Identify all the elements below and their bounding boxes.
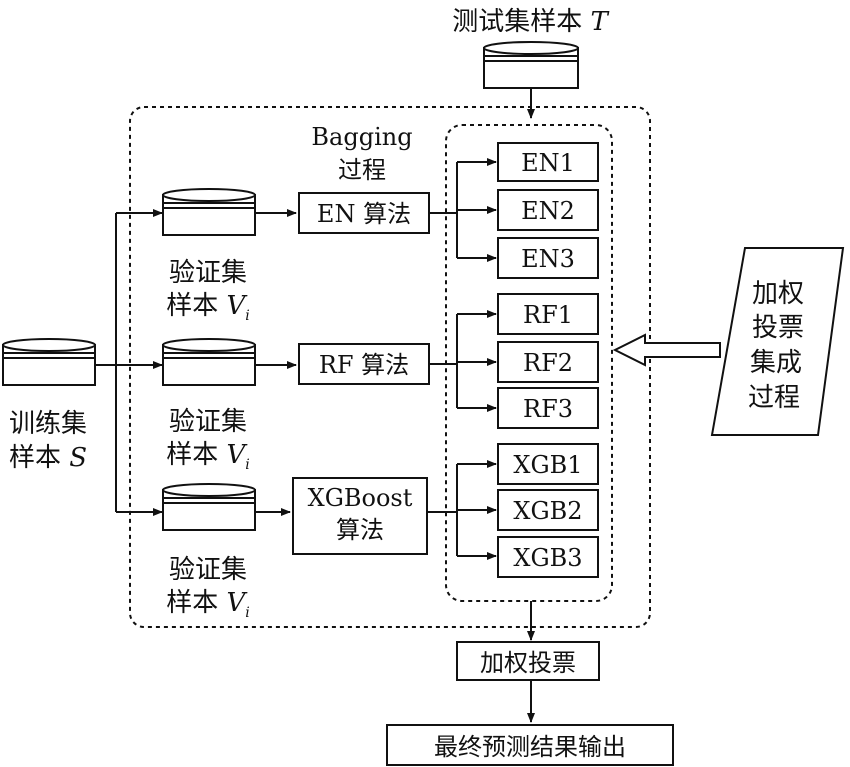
validation-set-3-label-line1: 验证集 (169, 555, 247, 585)
bagging-label: Bagging (311, 123, 412, 151)
test-set-database-icon (483, 41, 579, 89)
rf-algorithm-label: RF 算法 (319, 351, 409, 379)
model-label-en1: EN1 (521, 149, 575, 177)
bagging-process-label: 过程 (338, 156, 386, 184)
model-box-xgb3 (497, 536, 599, 578)
weighted-voting-process-line1: 加权 (752, 279, 804, 309)
weighted-voting-box (456, 641, 600, 681)
model-box-xgb2 (497, 489, 599, 531)
validation-set-3-database-icon (162, 483, 256, 531)
rf-algorithm-box (298, 343, 430, 385)
weighted-voting-process-line3: 集成 (750, 348, 802, 378)
xgboost-algorithm-label-line1: XGBoost (308, 484, 413, 512)
model-box-rf3 (497, 387, 599, 429)
model-box-en1 (497, 142, 599, 182)
xgboost-algorithm-label-line2: 算法 (336, 516, 384, 544)
model-label-xgb2: XGB2 (513, 497, 582, 525)
weighted-voting-process-shape (710, 247, 845, 436)
model-label-xgb1: XGB1 (513, 451, 582, 479)
final-output-box (386, 724, 674, 766)
bagging-outer-frame (129, 106, 651, 628)
validation-set-3-label-line2: 样本 Vi (166, 588, 250, 621)
model-box-xgb1 (497, 443, 599, 485)
validation-set-2-label-line2: 样本 Vi (166, 440, 250, 473)
model-label-en2: EN2 (521, 197, 575, 225)
training-set-database-icon (2, 338, 96, 386)
model-label-rf1: RF1 (523, 301, 573, 329)
weighted-voting-process-line4: 过程 (748, 383, 800, 413)
model-box-en2 (497, 189, 599, 231)
hollow-left-arrow-icon (612, 333, 721, 367)
validation-set-1-label-line2: 样本 Vi (166, 291, 250, 324)
final-output-label: 最终预测结果输出 (434, 733, 626, 761)
validation-set-2-label-line1: 验证集 (169, 407, 247, 437)
weighted-voting-process-line2: 投票 (752, 313, 804, 343)
model-label-rf2: RF2 (523, 349, 573, 377)
test-set-label: 测试集样本 T (452, 7, 609, 37)
model-label-rf3: RF3 (523, 395, 573, 423)
model-box-rf2 (497, 341, 599, 383)
model-box-en3 (497, 237, 599, 279)
validation-set-2-database-icon (162, 338, 256, 386)
training-set-label-line1: 训练集 (9, 409, 87, 439)
model-label-en3: EN3 (521, 245, 575, 273)
en-algorithm-box (298, 192, 430, 234)
training-set-label-line2: 样本 S (9, 443, 87, 473)
model-box-rf1 (497, 293, 599, 335)
weighted-voting-label: 加权投票 (480, 649, 576, 677)
xgboost-algorithm-box (292, 477, 428, 555)
validation-set-1-database-icon (162, 188, 256, 236)
validation-set-1-label-line1: 验证集 (169, 258, 247, 288)
en-algorithm-label: EN 算法 (317, 200, 411, 228)
model-label-xgb3: XGB3 (513, 544, 582, 572)
